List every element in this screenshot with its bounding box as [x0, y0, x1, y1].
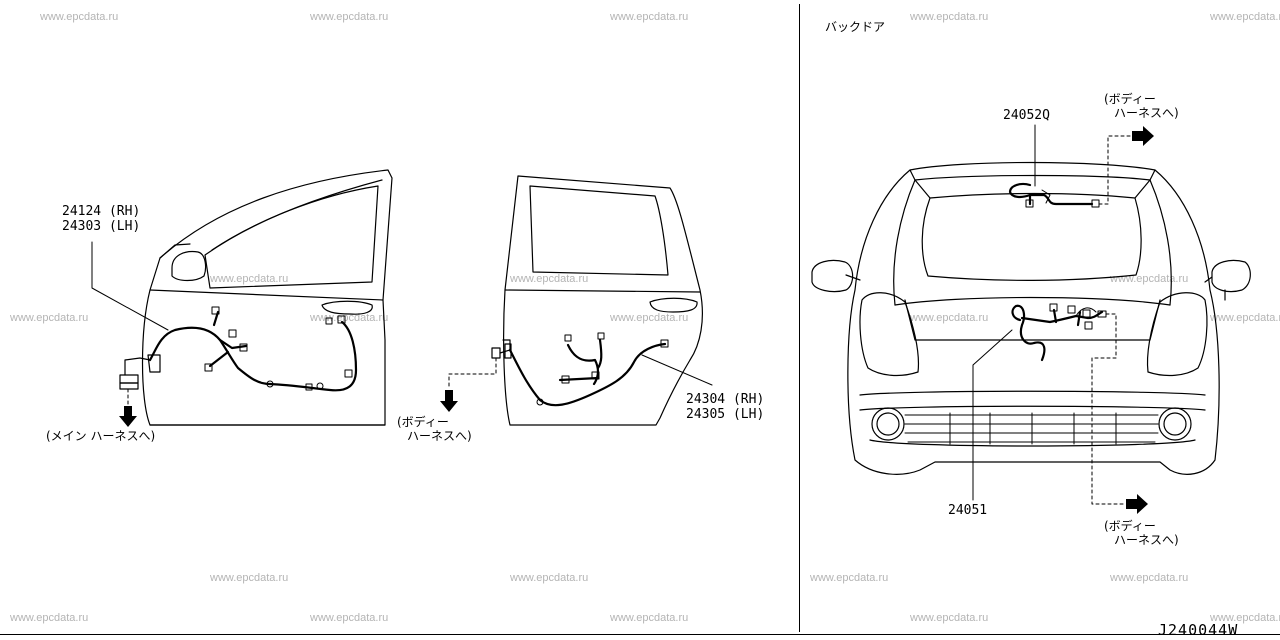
- rear-door-harness: [508, 338, 667, 407]
- watermark-text: www.epcdata.ru: [610, 312, 689, 324]
- side-mirror-left: [811, 259, 854, 293]
- arrow-down-icon: [440, 390, 458, 412]
- part-number-24304-rh: 24304 (RH): [686, 392, 765, 407]
- arrow-right-icon: [1126, 494, 1148, 514]
- rear-bumper: [859, 390, 1206, 396]
- watermark-text: www.epcdata.ru: [510, 572, 589, 584]
- tail-lamp-right: [1146, 292, 1208, 377]
- watermark-text: www.epcdata.ru: [510, 273, 589, 285]
- panel-divider: [799, 4, 800, 632]
- part-number-24052q: 24052Q: [1003, 108, 1050, 123]
- watermark-text: www.epcdata.ru: [210, 273, 289, 285]
- watermark-text: www.epcdata.ru: [910, 11, 989, 23]
- front-door-outline: [141, 169, 393, 426]
- tail-lamp-left: [859, 292, 920, 377]
- front-door-lead-connector: [119, 354, 161, 390]
- back-door-lower-harness: [1011, 304, 1104, 362]
- watermark-text: www.epcdata.ru: [910, 612, 989, 624]
- watermark-text: www.epcdata.ru: [310, 612, 389, 624]
- watermark-text: www.epcdata.ru: [10, 312, 89, 324]
- back-door-title: バックドア: [825, 20, 886, 34]
- watermark-text: www.epcdata.ru: [310, 312, 389, 324]
- watermark-text: www.epcdata.ru: [40, 11, 119, 23]
- to-main-harness-label: (メイン ハーネスへ): [46, 429, 156, 443]
- upper-dashed-route: [1098, 135, 1131, 205]
- part-number-24303-lh: 24303 (LH): [62, 219, 141, 234]
- rear-door-dashed-route: [448, 357, 497, 389]
- rear-door-connectors: [536, 332, 669, 406]
- arrow-down-icon: [119, 406, 137, 427]
- rear-door-window: [529, 185, 669, 276]
- fog-lamp-right: [1158, 407, 1192, 441]
- bottom-border: [0, 634, 1280, 635]
- watermark-text: www.epcdata.ru: [10, 612, 89, 624]
- side-mirror-right: [1211, 259, 1251, 293]
- upper-to-body-harness-line1: (ボディー: [1104, 92, 1156, 106]
- lower-dashed-route: [1091, 313, 1125, 505]
- front-door-handle: [321, 300, 373, 315]
- vehicle-body-outline: [847, 161, 1220, 475]
- part-number-24051: 24051: [948, 503, 988, 518]
- rear-door-leader-line: [641, 354, 713, 386]
- lower-to-body-harness-line1: (ボディー: [1104, 519, 1156, 533]
- watermark-text: www.epcdata.ru: [1210, 612, 1280, 624]
- rear-door-outline: [503, 175, 703, 426]
- watermark-text: www.epcdata.ru: [1210, 11, 1280, 23]
- watermark-text: www.epcdata.ru: [310, 11, 389, 23]
- lower-to-body-harness-line2: ハーネスへ): [1114, 533, 1179, 547]
- part-number-24305-lh: 24305 (LH): [686, 407, 765, 422]
- arrow-right-icon: [1132, 126, 1154, 146]
- front-door-mirror: [171, 250, 207, 282]
- drawing-code: J240044W: [1158, 621, 1239, 639]
- part-number-24124-rh: 24124 (RH): [62, 204, 141, 219]
- watermark-text: www.epcdata.ru: [610, 11, 689, 23]
- lower-harness-leader-line: [972, 329, 1013, 501]
- watermark-text: www.epcdata.ru: [210, 572, 289, 584]
- watermark-text: www.epcdata.ru: [910, 312, 989, 324]
- watermark-text: www.epcdata.ru: [1110, 572, 1189, 584]
- rear-door-to-body-harness-line1: (ボディー: [397, 415, 449, 429]
- fog-lamp-left: [871, 407, 905, 441]
- upper-to-body-harness-line2: ハーネスへ): [1114, 106, 1179, 120]
- front-door-connectors: [204, 306, 353, 391]
- watermark-text: www.epcdata.ru: [1210, 312, 1280, 324]
- front-door-leader-line: [91, 241, 169, 331]
- bumper-grille: [904, 412, 1159, 445]
- rear-door-to-body-harness-line2: ハーネスへ): [407, 429, 472, 443]
- watermark-text: www.epcdata.ru: [610, 612, 689, 624]
- front-door-window-frame: [149, 289, 384, 301]
- watermark-text: www.epcdata.ru: [810, 572, 889, 584]
- rear-door-handle: [649, 297, 698, 313]
